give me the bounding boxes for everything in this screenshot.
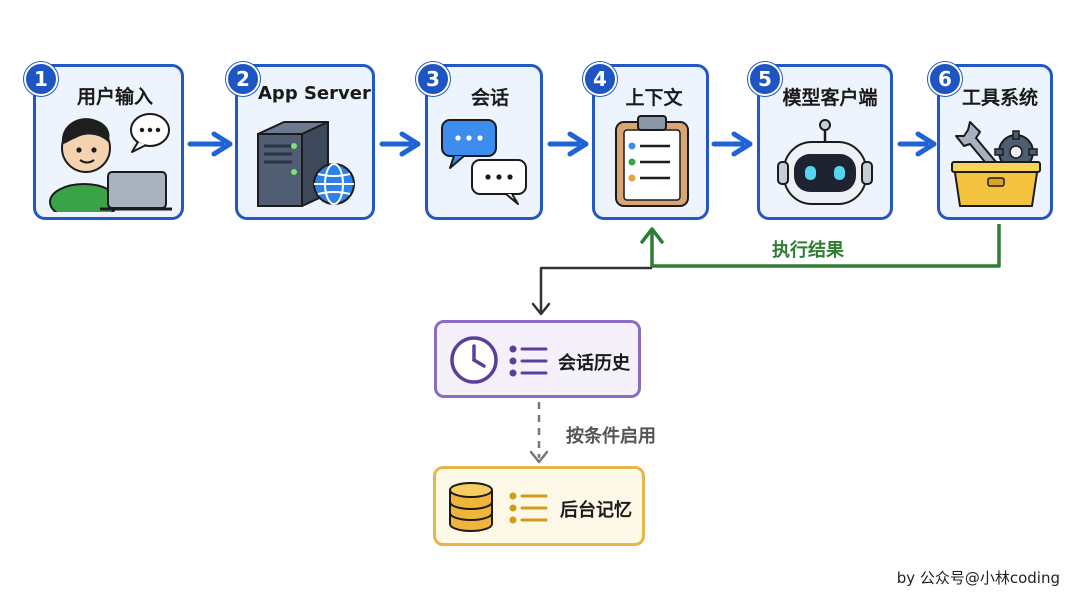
database-icon xyxy=(449,482,493,532)
step-arrow-1-2 xyxy=(187,131,233,157)
step-badge-3: 3 xyxy=(416,62,450,96)
step-title-6: 工具系统 xyxy=(961,87,1038,109)
speech-bubble-icon xyxy=(130,113,170,153)
chat-bubbles-icon xyxy=(441,119,527,205)
step-title-3: 会话 xyxy=(470,87,509,109)
step-badge-1: 1 xyxy=(24,62,58,96)
conditional-arrow xyxy=(529,402,549,464)
list-icon xyxy=(509,345,548,377)
list-icon xyxy=(509,492,548,524)
session-history-box xyxy=(434,320,641,398)
feedback-arrow xyxy=(640,224,1001,268)
conditional-label: 按条件启用 xyxy=(566,426,656,447)
server-globe-icon xyxy=(257,121,355,207)
background-memory-label: 后台记忆 xyxy=(560,500,632,521)
clock-icon xyxy=(450,336,498,384)
step-badge-6: 6 xyxy=(928,62,962,96)
step-arrow-3-4 xyxy=(547,131,589,157)
author-credit: by 公众号@小林coding xyxy=(896,569,1060,587)
step-title-1: 用户输入 xyxy=(76,86,153,108)
step-badge-4: 4 xyxy=(583,62,617,96)
globe-icon xyxy=(313,163,355,205)
feedback-label: 执行结果 xyxy=(772,240,844,261)
step-arrow-5-6 xyxy=(897,131,937,157)
step-arrow-4-5 xyxy=(711,131,753,157)
step-title-4: 上下文 xyxy=(625,87,683,109)
robot-icon xyxy=(777,119,873,205)
step-title-5: 模型客户端 xyxy=(782,87,878,109)
step-title-2: App Server xyxy=(258,83,371,104)
clipboard-icon xyxy=(615,115,689,207)
toolbox-icon xyxy=(951,121,1041,207)
step-badge-5: 5 xyxy=(748,62,782,96)
session-history-label: 会话历史 xyxy=(558,353,630,374)
history-arrow xyxy=(531,266,652,316)
step-arrow-2-3 xyxy=(379,131,421,157)
person-laptop-icon xyxy=(49,113,172,212)
step-badge-2: 2 xyxy=(226,62,260,96)
